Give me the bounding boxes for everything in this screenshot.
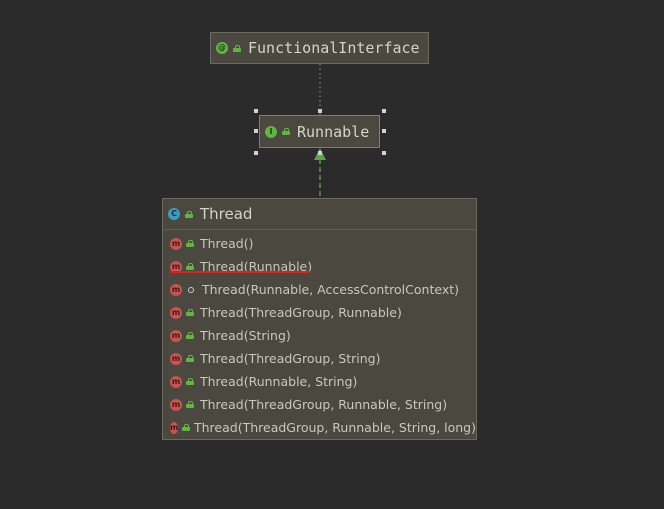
public-lock-icon — [186, 332, 194, 339]
member-signature: Thread(ThreadGroup, Runnable) — [200, 305, 402, 320]
member-row[interactable]: m Thread() — [163, 232, 476, 255]
package-private-icon — [188, 286, 194, 293]
member-signature: Thread(Runnable, AccessControlContext) — [202, 282, 460, 297]
public-lock-icon — [186, 401, 194, 408]
selection-handle-bottom-left[interactable] — [254, 151, 258, 155]
public-lock-icon — [186, 355, 194, 362]
public-lock-icon — [182, 424, 190, 431]
method-badge-icon: m — [170, 421, 179, 434]
member-row[interactable]: m Thread(Runnable, String) — [163, 370, 476, 393]
member-signature: Thread(Runnable) — [200, 259, 313, 274]
selection-handle-top[interactable] — [318, 109, 322, 113]
member-signature: Thread() — [200, 236, 254, 251]
method-badge-icon: m — [170, 306, 182, 319]
selection-handle-left[interactable] — [254, 129, 258, 133]
method-badge-icon: m — [170, 260, 182, 273]
public-lock-icon — [186, 240, 194, 247]
selection-handle-right[interactable] — [382, 129, 386, 133]
member-row[interactable]: m Thread(ThreadGroup, String) — [163, 347, 476, 370]
public-lock-icon — [282, 128, 290, 135]
selection-handle-bottom[interactable] — [318, 151, 322, 155]
thread-title: Thread — [200, 205, 253, 223]
member-row[interactable]: m Thread(String) — [163, 324, 476, 347]
selection-handle-top-right[interactable] — [382, 109, 386, 113]
annotation-badge-icon: @ — [216, 42, 228, 54]
thread-node[interactable]: C Thread m Thread() m Thread(Runnable) m… — [162, 198, 477, 440]
class-badge-icon: C — [168, 208, 180, 220]
functional-interface-title: FunctionalInterface — [248, 39, 420, 57]
public-lock-icon — [186, 309, 194, 316]
member-signature: Thread(ThreadGroup, Runnable, String) — [200, 397, 448, 412]
method-badge-icon: m — [170, 237, 182, 250]
member-signature: Thread(Runnable, String) — [200, 374, 358, 389]
method-badge-icon: m — [170, 329, 182, 342]
runnable-node[interactable]: I Runnable — [259, 115, 380, 148]
member-row[interactable]: m Thread(ThreadGroup, Runnable) — [163, 301, 476, 324]
member-signature: Thread(String) — [200, 328, 291, 343]
member-signature: Thread(ThreadGroup, String) — [200, 351, 381, 366]
member-signature: Thread(ThreadGroup, Runnable, String, lo… — [194, 420, 476, 435]
member-row[interactable]: m Thread(Runnable, AccessControlContext) — [163, 278, 476, 301]
member-row[interactable]: m Thread(ThreadGroup, Runnable, String, … — [163, 416, 476, 439]
selection-handle-top-left[interactable] — [254, 109, 258, 113]
runnable-title: Runnable — [297, 122, 370, 141]
public-lock-icon — [185, 210, 193, 218]
interface-badge-icon: I — [265, 125, 277, 138]
red-underline-annotation — [170, 271, 310, 273]
functional-interface-node[interactable]: @ FunctionalInterface — [210, 32, 429, 64]
member-list: m Thread() m Thread(Runnable) m Thread(R… — [163, 230, 476, 439]
member-row[interactable]: m Thread(Runnable) — [163, 255, 476, 278]
public-lock-icon — [186, 263, 194, 270]
method-badge-icon: m — [170, 283, 182, 296]
method-badge-icon: m — [170, 352, 182, 365]
selection-handle-bottom-right[interactable] — [382, 151, 386, 155]
method-badge-icon: m — [170, 375, 182, 388]
public-lock-icon — [186, 378, 194, 385]
public-lock-icon — [233, 44, 241, 52]
member-row[interactable]: m Thread(ThreadGroup, Runnable, String) — [163, 393, 476, 416]
method-badge-icon: m — [170, 398, 182, 411]
thread-header: C Thread — [163, 199, 476, 230]
